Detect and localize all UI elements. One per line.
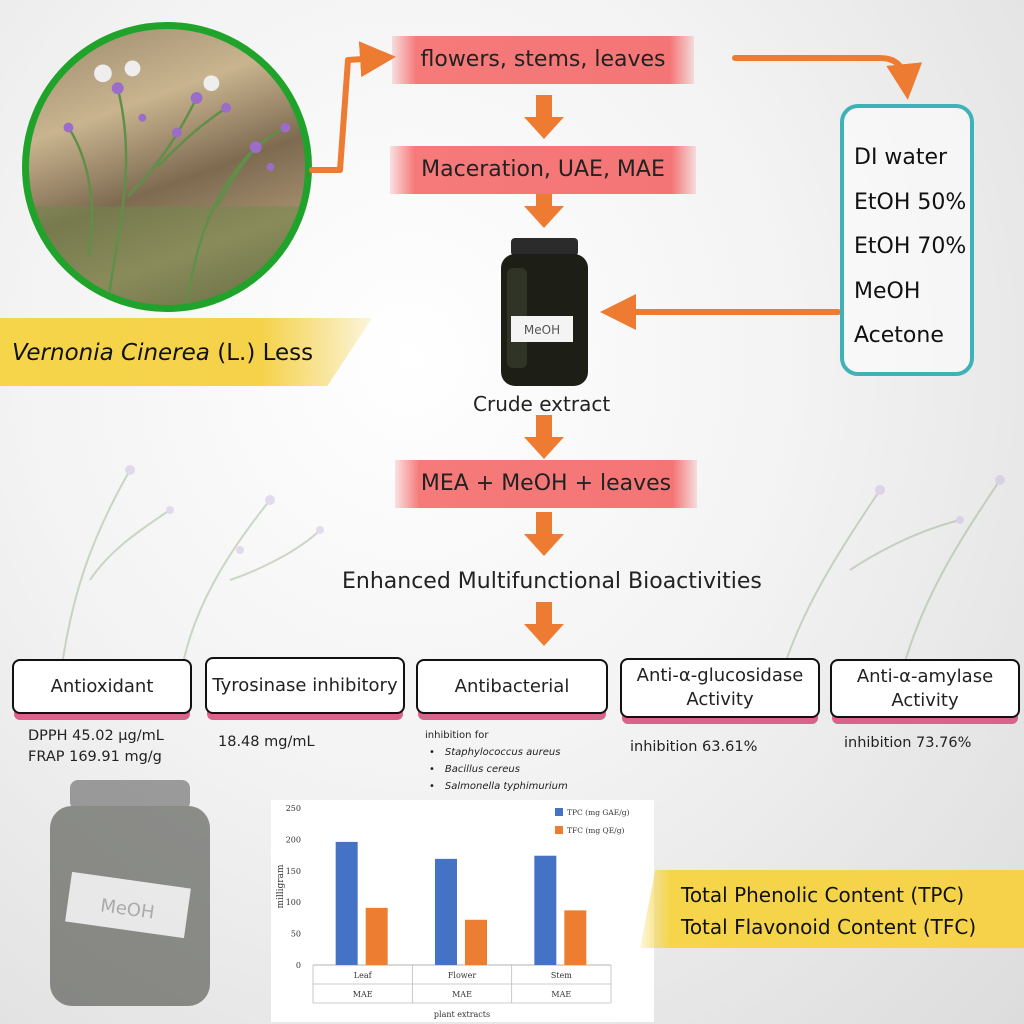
activity-tyrosinase: Tyrosinase inhibitory	[205, 657, 405, 714]
glucosidase-result: inhibition 63.61%	[630, 739, 758, 755]
bar-tfc	[465, 919, 487, 965]
legend-label: TPC (mg GAE/g)	[567, 808, 630, 817]
x-tick-label: Stem	[551, 971, 572, 980]
x-tick-label: Flower	[448, 971, 477, 980]
bar-tpc	[335, 841, 358, 965]
solvent-item: EtOH 70%	[854, 234, 967, 259]
solvent-box: DI water EtOH 50% EtOH 70% MeOH Acetone	[840, 104, 974, 376]
x-tick-label: Leaf	[354, 971, 373, 980]
solvent-item: DI water	[854, 145, 948, 170]
tyrosinase-result: 18.48 mg/mL	[218, 734, 315, 750]
bioactivities-headline: Enhanced Multifunctional Bioactivities	[342, 569, 762, 594]
bar-tpc	[534, 855, 557, 965]
y-tick-label: 250	[286, 804, 301, 813]
crude-extract-label: Crude extract	[473, 392, 611, 416]
arrow-photo-to-parts	[309, 41, 396, 173]
y-tick-label: 200	[286, 835, 301, 844]
legend-swatch	[555, 826, 563, 834]
legend-label: TFC (mg QE/g)	[567, 826, 625, 835]
amylase-result: inhibition 73.76%	[844, 735, 972, 751]
faded-jar-decoration: MeOH	[50, 780, 210, 1006]
x-subtick-label: MAE	[551, 990, 571, 999]
plant-parts-step: flowers, stems, leaves	[392, 36, 694, 84]
tpc-label: Total Phenolic Content (TPC)	[681, 883, 965, 907]
solvent-item: MeOH	[854, 278, 921, 304]
result-line: FRAP 169.91 mg/g	[28, 749, 162, 765]
x-subtick-label: MAE	[353, 990, 373, 999]
extract-jar: MeOH	[501, 238, 588, 386]
y-tick-label: 100	[286, 898, 301, 907]
bar-tfc	[365, 907, 388, 965]
solvent-item: Acetone	[854, 323, 944, 348]
extraction-methods-step: Maceration, UAE, MAE	[390, 146, 696, 194]
x-subtick-label: MAE	[452, 990, 472, 999]
bar-tpc	[435, 858, 457, 965]
legend-swatch	[555, 808, 563, 816]
content-ribbon	[640, 870, 1024, 948]
result-line: DPPH 45.02 µg/mL	[28, 728, 164, 744]
background-plant-decoration	[59, 465, 1005, 680]
species-name: Vernonia Cinerea (L.) Less	[12, 340, 314, 366]
activity-antioxidant: Antioxidant	[12, 659, 192, 714]
bacteria-item: Staphylococcus aureus	[429, 744, 568, 761]
jar-label: MeOH	[524, 323, 560, 337]
tfc-label: Total Flavonoid Content (TFC)	[681, 915, 977, 939]
solvent-item: EtOH 50%	[854, 189, 967, 215]
bar-tfc	[564, 910, 587, 965]
antibacterial-results: inhibition for Staphylococcus aureus Bac…	[425, 727, 568, 795]
antibacterial-intro: inhibition for	[425, 730, 489, 741]
arrow-parts-to-solvents	[732, 55, 923, 100]
y-tick-label: 50	[291, 930, 301, 939]
plant-photo	[22, 22, 312, 312]
optimal-condition-step: MEA + MeOH + leaves	[395, 460, 697, 508]
activity-title: Antioxidant	[50, 675, 154, 697]
bacteria-item: Bacillus cereus	[429, 761, 568, 778]
x-axis-label: plant extracts	[434, 1010, 490, 1019]
activity-title: Tyrosinase inhibitory	[212, 674, 398, 696]
species-ribbon	[0, 318, 372, 386]
arrow-down-1	[524, 95, 564, 139]
activity-antibacterial: Antibacterial	[416, 659, 608, 714]
y-tick-label: 150	[286, 867, 301, 876]
bacteria-item: Salmonella typhimurium	[429, 778, 568, 795]
antioxidant-results: DPPH 45.02 µg/mL FRAP 169.91 mg/g	[28, 726, 164, 768]
activity-title: Antibacterial	[454, 675, 570, 697]
y-tick-label: 0	[296, 961, 301, 970]
y-axis-label: milligram	[276, 864, 286, 908]
